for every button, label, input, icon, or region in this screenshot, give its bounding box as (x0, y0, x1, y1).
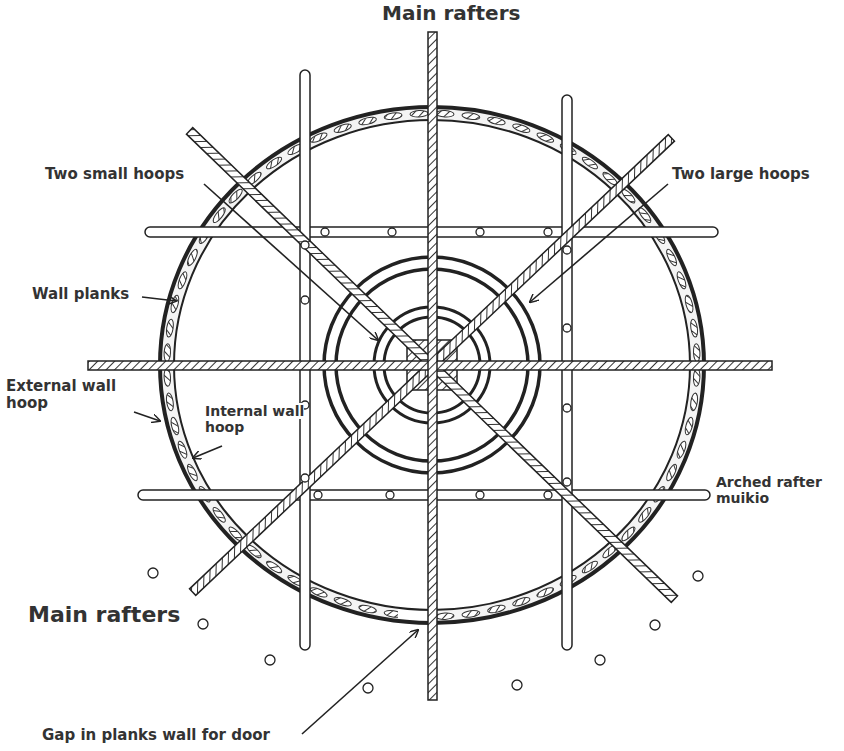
wall-plank (164, 368, 171, 386)
arched-rafter (138, 490, 710, 500)
part-label: Gap in planks wall for door (42, 727, 270, 744)
wall-plank (462, 609, 481, 618)
label-text: External wall hoop (6, 377, 116, 412)
leader-line (204, 184, 378, 340)
wall-plank (384, 112, 403, 121)
part-label: Two large hoops (672, 166, 810, 183)
leader-line (193, 446, 222, 458)
main-rafters-label: Main rafters (382, 2, 520, 25)
label-text: Two small hoops (45, 165, 184, 183)
leader-line (302, 630, 418, 734)
label-text: Two large hoops (672, 165, 810, 183)
leader-line (530, 184, 668, 302)
wall-plank (164, 344, 171, 362)
part-label: Internal wall hoop (205, 403, 327, 435)
wall-plank (165, 393, 174, 412)
label-text: Wall planks (32, 285, 129, 303)
label-text: Internal wall hoop (205, 403, 304, 435)
label-text: Arched rafter muikio (716, 474, 822, 506)
part-label: Two small hoops (45, 166, 184, 183)
label-text: Gap in planks wall for door (42, 726, 270, 744)
label-text: Main rafters (28, 602, 180, 627)
wall-plank (436, 110, 454, 117)
wall-plank (436, 613, 454, 620)
arched-rafter (300, 70, 310, 650)
main-rafters-label: Main rafters (28, 602, 180, 627)
wall-plank (410, 110, 428, 117)
ground-posts (148, 568, 703, 693)
main-rafter (428, 32, 437, 700)
wall-plank (690, 393, 699, 412)
leader-lines (134, 184, 668, 734)
wall-plank (165, 319, 174, 338)
part-label: Arched rafter muikio (716, 474, 840, 506)
wall-plank (690, 319, 699, 338)
main-rafters (88, 32, 772, 700)
part-label: External wall hoop (6, 378, 138, 413)
leader-line (134, 412, 160, 421)
rafter-pegs (301, 228, 571, 499)
label-text: Main rafters (382, 1, 520, 25)
part-label: Wall planks (32, 286, 129, 303)
wall-plank (462, 112, 481, 121)
wall-plank (693, 344, 700, 362)
arched-rafter (562, 95, 572, 650)
leader-line (142, 297, 176, 301)
wall-plank (693, 368, 700, 386)
